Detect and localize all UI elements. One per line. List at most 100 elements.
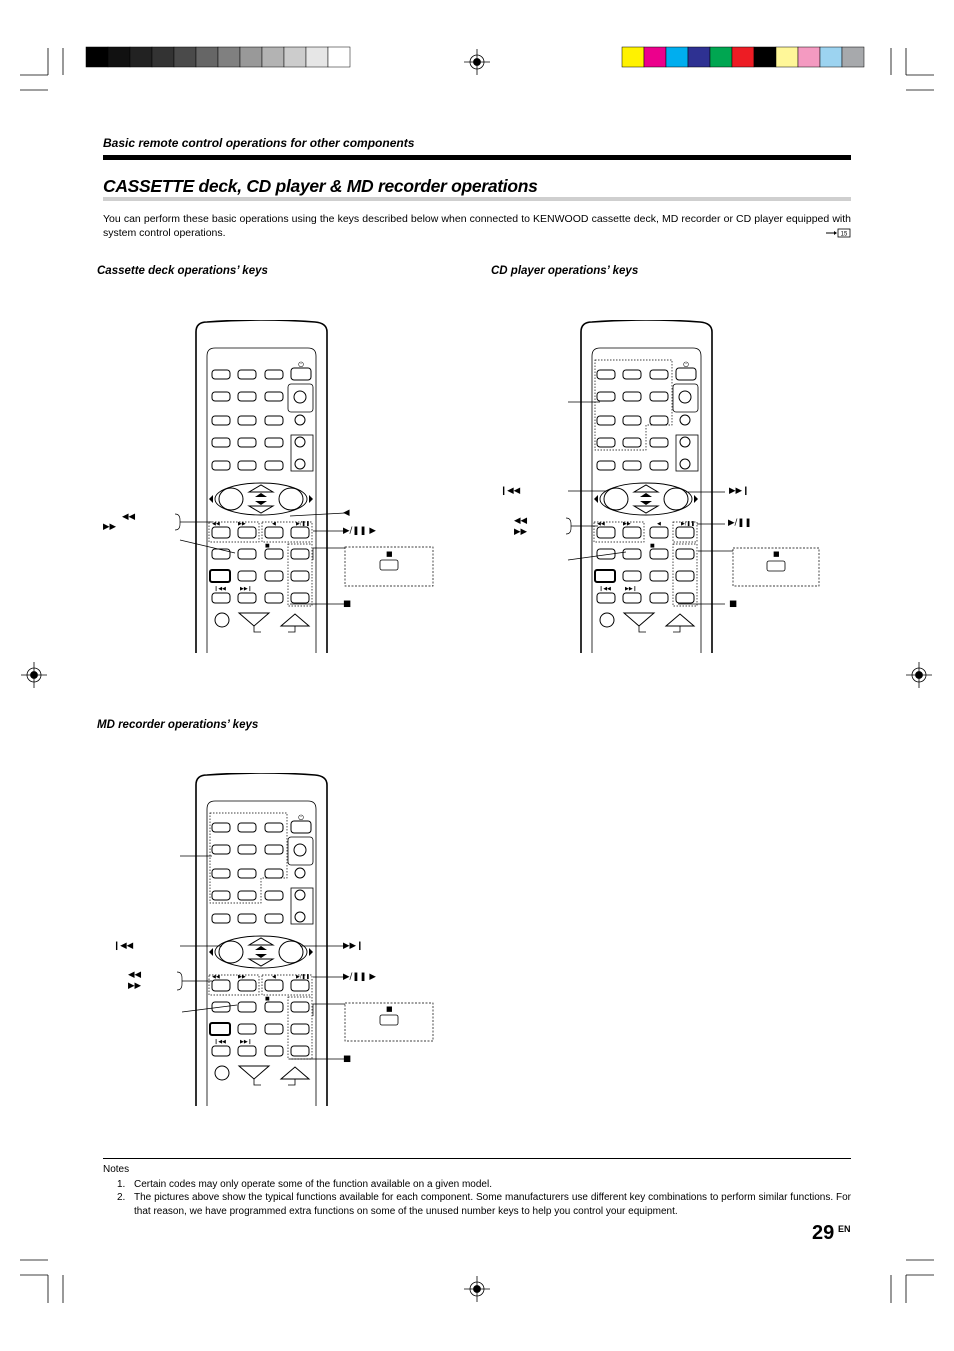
reverse-key <box>264 526 284 539</box>
number-key <box>237 890 257 901</box>
forward-key <box>622 526 642 539</box>
function-key <box>237 592 257 604</box>
play-icon: ▶/❚❚ <box>296 521 310 527</box>
transport-key <box>264 1001 284 1013</box>
right-arrow-icon <box>309 948 313 956</box>
number-key <box>237 415 257 426</box>
reverse-icon: ◀ <box>657 521 661 527</box>
transport-key <box>675 570 695 582</box>
transport-key <box>596 548 616 560</box>
number-key <box>264 844 284 855</box>
stop-icon: ■ <box>650 543 655 549</box>
power-key <box>290 367 312 381</box>
number-key <box>264 437 284 448</box>
play-keys-highlight <box>261 974 313 996</box>
color-swatch <box>841 46 865 68</box>
rewind-key <box>596 526 616 539</box>
number-key <box>622 437 642 448</box>
volume-knob <box>678 390 692 404</box>
rewind-icon: ◀◀ <box>597 521 605 527</box>
grayscale-color-bar <box>85 46 351 68</box>
callout-key-md <box>379 1014 399 1026</box>
notes-title: Notes <box>103 1164 130 1175</box>
function-key <box>264 460 284 471</box>
number-key <box>596 437 616 448</box>
number-key <box>596 415 616 426</box>
rewind-key <box>211 526 231 539</box>
md-skip-forward-label: ▶▶❙ <box>343 941 364 951</box>
number-key <box>649 369 669 380</box>
function-key <box>649 460 669 471</box>
crop-marks <box>20 48 934 1303</box>
intro-paragraph: You can perform these basic operations u… <box>103 213 851 239</box>
transport-key <box>649 548 669 560</box>
md-play-label: ▶/❚❚ ▶ <box>343 972 376 982</box>
transport-key <box>237 1023 257 1035</box>
number-key <box>264 369 284 380</box>
transport-key <box>622 548 642 560</box>
page-reference-number: 15 <box>841 232 848 238</box>
number-key <box>649 391 669 402</box>
cassette-section-heading: Cassette deck operations’ keys <box>97 265 268 277</box>
function-key <box>237 460 257 471</box>
play-icon: ▶/❚❚ <box>296 974 310 980</box>
volume-frame <box>672 383 699 413</box>
function-key <box>211 913 231 924</box>
volume-knob <box>293 843 307 857</box>
down-arrow-icon <box>255 954 267 958</box>
md-forward-label: ▶▶ <box>128 981 142 991</box>
right-cursor-key <box>663 487 689 511</box>
number-key <box>264 415 284 426</box>
md-callout-stop-symbol: ■ <box>386 1005 393 1013</box>
number-keys-highlight <box>209 812 288 904</box>
note-text: Certain codes may only operate some of t… <box>134 1179 492 1190</box>
function-key <box>264 913 284 924</box>
cassette-rewind-label: ◀◀ <box>122 512 136 522</box>
up-cursor-key <box>247 937 275 946</box>
function-key <box>649 592 669 604</box>
reverse-icon: ◀ <box>272 974 276 980</box>
forward-icon: ▶▶ <box>238 521 246 527</box>
power-icon: ⏻ <box>683 361 689 369</box>
number-key <box>211 437 231 448</box>
note-number: 1. <box>117 1179 126 1190</box>
deck-select-key <box>209 1022 231 1036</box>
cursor-pad <box>599 482 693 516</box>
function-key <box>596 592 616 604</box>
down-cursor-key <box>632 505 660 514</box>
skip-back-icon: ❙◀◀ <box>214 586 226 592</box>
play-key <box>290 526 310 539</box>
cd-play-pause-label: ▶/❚❚ <box>728 518 752 528</box>
stop-icon: ■ <box>265 996 270 1002</box>
md-stop-label: ■ <box>343 1054 352 1064</box>
reverse-icon: ◀ <box>272 521 276 527</box>
input-button <box>679 458 691 470</box>
note-item: 1. Certain codes may only operate some o… <box>103 1178 851 1192</box>
number-key <box>237 391 257 402</box>
function-key <box>264 1045 284 1057</box>
transport-key <box>675 548 695 560</box>
up-arrow-icon <box>640 493 652 497</box>
left-arrow-icon <box>209 495 213 503</box>
number-key <box>211 822 231 833</box>
section-heading: Basic remote control operations for othe… <box>103 136 415 150</box>
page-number: 29 <box>812 1222 835 1244</box>
forward-key <box>237 979 257 992</box>
volume-frame <box>287 383 314 413</box>
up-cursor-key <box>247 484 275 493</box>
right-arrow-icon <box>694 495 698 503</box>
up-arrow-icon <box>255 946 267 950</box>
number-key <box>264 890 284 901</box>
cd-skip-forward-label: ▶▶❙ <box>729 486 750 496</box>
input-button <box>294 436 306 448</box>
gray-swatch <box>327 46 351 68</box>
callout-boxes <box>344 546 820 1042</box>
down-shaped-key <box>237 612 271 627</box>
number-key <box>211 369 231 380</box>
function-key <box>211 460 231 471</box>
function-key <box>211 592 231 604</box>
reverse-key <box>264 979 284 992</box>
transport-key <box>237 570 257 582</box>
power-icon: ⏻ <box>298 814 304 822</box>
number-key <box>622 415 642 426</box>
